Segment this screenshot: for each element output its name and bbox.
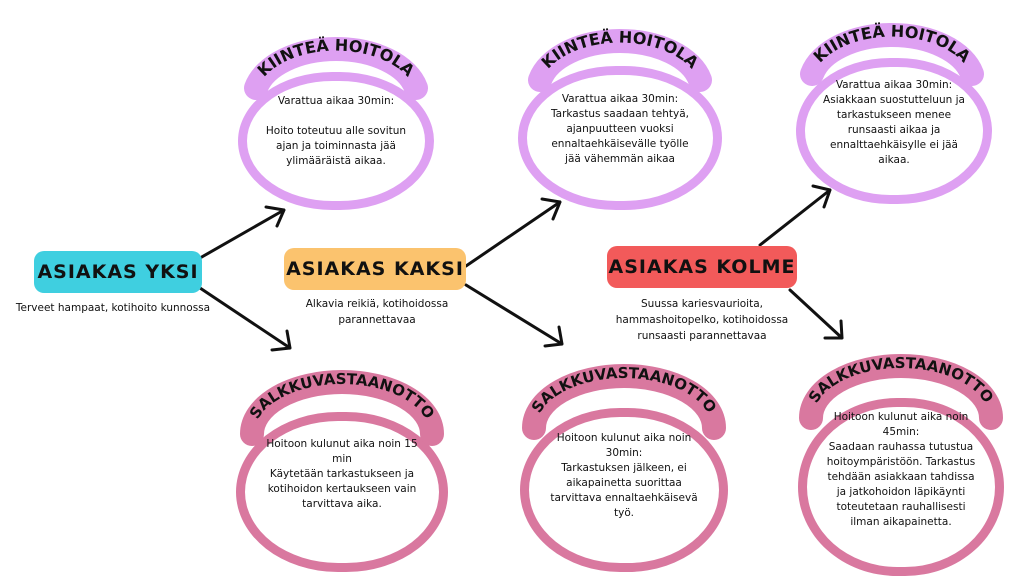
client-label: ASIAKAS KAKSI [286, 258, 464, 280]
kiintea-title-arc: KIINTEÄ HOITOLA [528, 28, 712, 92]
kiintea-circle [518, 66, 722, 210]
kiintea-text: Varattua aikaa 30min: Tarkastus saadaan … [550, 93, 689, 165]
client-pill-kolme: ASIAKAS KOLME [607, 246, 797, 288]
arrow-kaksi-to-salkku [464, 283, 564, 348]
salkku-title-arc: SALKKUVASTAANOTTO [522, 364, 726, 440]
client-label: ASIAKAS YKSI [37, 261, 199, 283]
arrow-kaksi-to-kiintea [464, 197, 562, 268]
arrow-kolme-to-kiintea [758, 184, 832, 247]
arrow-yksi-to-kiintea [198, 205, 286, 260]
salkku-circle [520, 408, 728, 572]
salkku-title-arc: SALKKUVASTAANOTTO [799, 354, 1003, 430]
client-pill-yksi: ASIAKAS YKSI [34, 251, 202, 293]
arrow-yksi-to-salkku [198, 286, 292, 352]
salkku-text: Hoitoon kulunut aika noin 45min: Saadaan… [826, 411, 976, 528]
arrow-kolme-to-salkku [788, 288, 844, 340]
kiintea-circle [238, 72, 434, 210]
client-desc-yksi: Terveet hampaat, kotihoito kunnossa [15, 302, 211, 314]
kiintea-title-arc: KIINTEÄ HOITOLA [800, 22, 984, 86]
salkku-text: Hoitoon kulunut aika noin 15 min Käytetä… [266, 438, 418, 510]
kiintea-text: Varattua aikaa 30min: Asiakkaan suostutt… [823, 79, 965, 166]
client-label: ASIAKAS KOLME [608, 256, 796, 278]
salkku-text: Hoitoon kulunut aika noin 30min: Tarkast… [550, 432, 698, 519]
client-desc-kolme: Suussa kariesvaurioita, hammashoitopelko… [615, 298, 789, 342]
client-desc-kaksi: Alkavia reikiä, kotihoidossa parannettav… [305, 298, 449, 326]
salkku-circle [798, 398, 1004, 576]
salkku-title-arc: SALKKUVASTAANOTTO [240, 370, 444, 446]
kiintea-title-arc: KIINTEÄ HOITOLA [244, 36, 428, 100]
salkku-circle [236, 412, 448, 572]
kiintea-text: Varattua aikaa 30min: Hoito toteutuu all… [265, 95, 407, 167]
client-pill-kaksi: ASIAKAS KAKSI [284, 248, 466, 290]
kiintea-circle [796, 58, 992, 204]
